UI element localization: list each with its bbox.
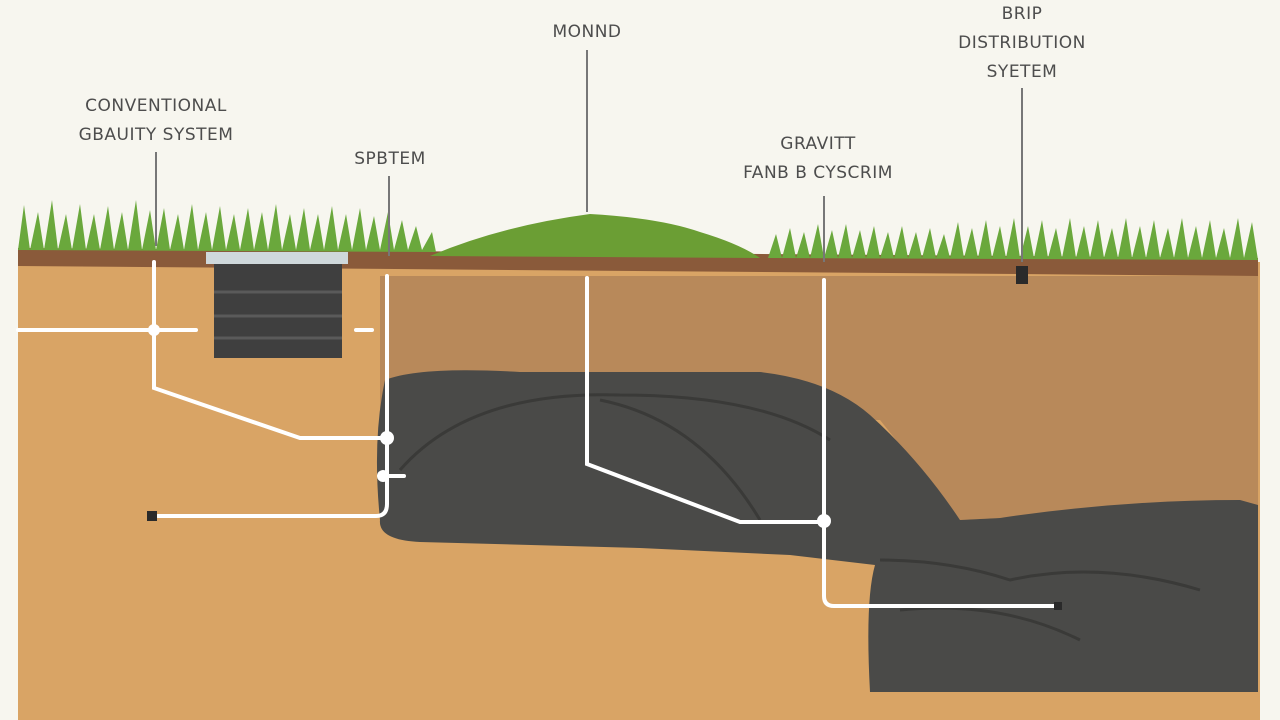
label-line: SYETEM <box>986 62 1058 82</box>
mound-feed-pipe <box>585 276 826 524</box>
label-line: CONVENTIONAL <box>85 96 227 116</box>
mound <box>430 214 760 258</box>
septic-tank-lid <box>206 252 348 264</box>
tank-bands <box>214 290 342 340</box>
grass-left <box>18 200 436 252</box>
label-line: BRIP <box>1001 4 1043 24</box>
label-leader-lines <box>155 50 1023 262</box>
system-label: SPBTEM <box>330 145 450 174</box>
conventional-gravity-system-label: CONVENTIONAL GBAUITY SYSTEM <box>48 92 264 150</box>
drip-emitter <box>1016 266 1028 284</box>
label-line: DISTRIBUTION <box>958 33 1086 53</box>
gravel-absorption-bed <box>376 370 1258 692</box>
gravel-texture-lines <box>398 393 1201 642</box>
grass-right <box>768 218 1258 260</box>
pressure-lateral <box>822 278 1058 608</box>
mound-label: MONND <box>527 18 647 47</box>
system-riser-pipe <box>156 274 389 518</box>
drip-distribution-system-label: BRIP DISTRIBUTION SYETEM <box>932 0 1112 87</box>
label-line: MONND <box>552 22 622 42</box>
label-line: GRAVITT <box>780 134 856 154</box>
gravity-label: GRAVITT FANB B CYSCRIM <box>718 130 918 188</box>
label-line: SPBTEM <box>354 149 426 169</box>
pipe-joints <box>148 324 831 528</box>
label-line: GBAUITY SYSTEM <box>78 125 234 145</box>
septic-tank <box>214 264 342 358</box>
pipe-end-caps <box>147 266 1062 610</box>
label-line: FANB B CYSCRIM <box>743 163 893 183</box>
pipes <box>16 260 1058 608</box>
